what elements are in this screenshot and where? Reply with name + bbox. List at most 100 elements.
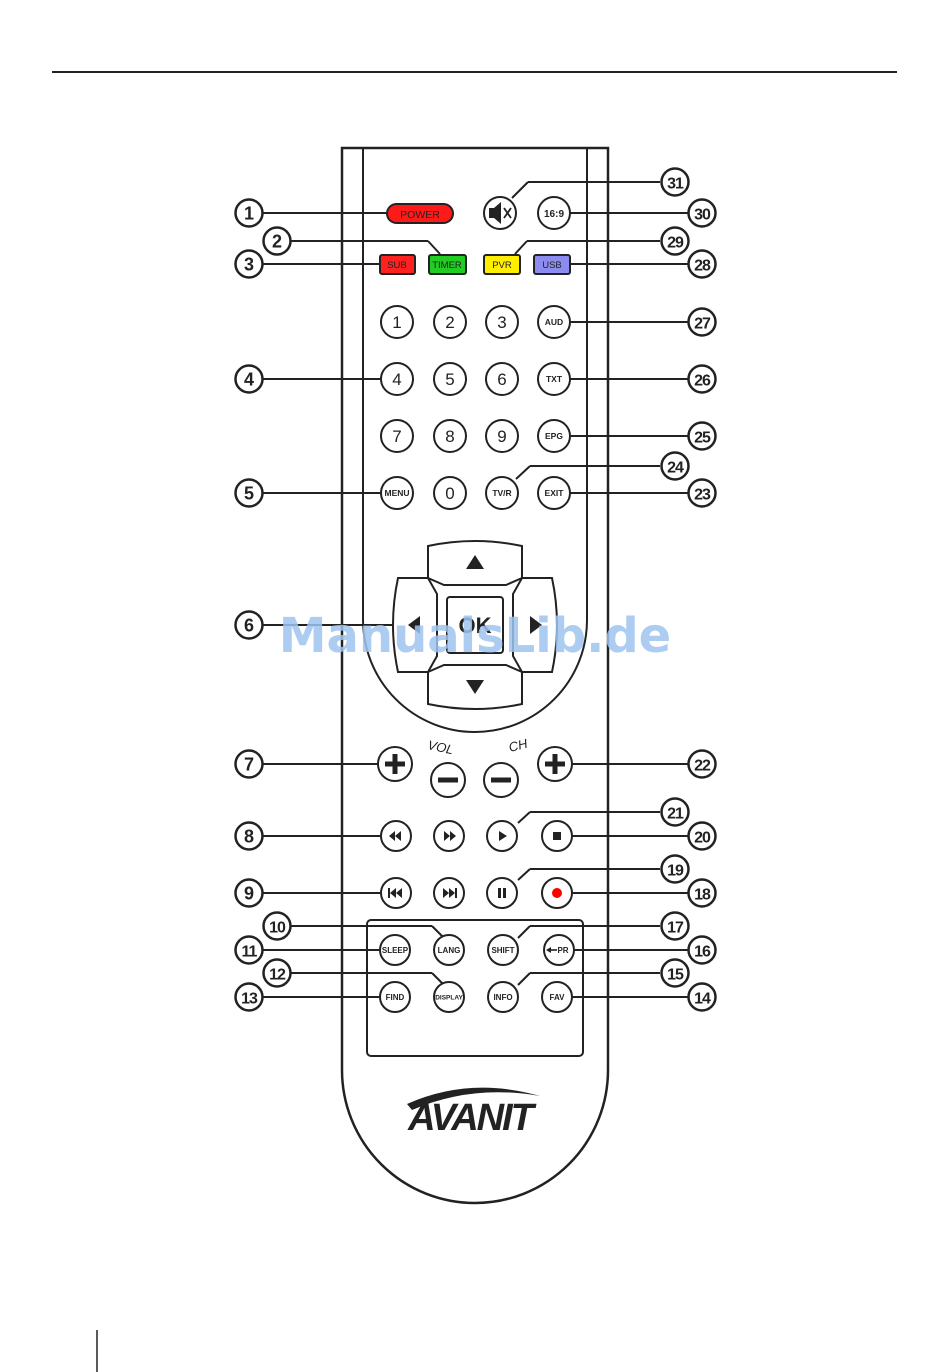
info-button[interactable]: INFO	[488, 982, 518, 1012]
channel-up-button[interactable]	[538, 747, 572, 781]
button-1-label: 1	[392, 313, 401, 332]
callout-label: 2	[272, 232, 282, 252]
callout-label: 26	[694, 373, 711, 390]
find-button-label: FIND	[386, 993, 405, 1002]
find-button[interactable]: FIND	[380, 982, 410, 1012]
stop-icon	[553, 832, 561, 840]
button-8[interactable]: 8	[434, 420, 466, 452]
rewind-button[interactable]	[381, 821, 411, 851]
callout-6: 6	[236, 612, 263, 639]
fav-button[interactable]: FAV	[542, 982, 572, 1012]
power-button[interactable]: POWER	[387, 204, 453, 223]
button-7[interactable]: 7	[381, 420, 413, 452]
pvr-button[interactable]: PVR	[484, 255, 520, 274]
callout-label: 12	[269, 967, 286, 984]
callout-24: 24	[662, 453, 689, 480]
sub-label: SUB	[387, 260, 407, 271]
callout-label: 31	[667, 176, 684, 193]
display-button[interactable]: DISPLAY	[434, 982, 464, 1012]
lang-button-label: LANG	[438, 946, 461, 955]
callout-19: 19	[662, 856, 689, 883]
menu-button-label: MENU	[384, 488, 409, 498]
button-5-label: 5	[445, 370, 454, 389]
callout-25: 25	[689, 423, 716, 450]
callout-9: 9	[236, 880, 263, 907]
callout-label: 1	[244, 204, 254, 224]
timer-button[interactable]: TIMER	[429, 255, 466, 274]
mute-button[interactable]	[484, 197, 516, 229]
pvr-label: PVR	[492, 260, 512, 271]
sub-button[interactable]: SUB	[380, 255, 415, 274]
button-1[interactable]: 1	[381, 306, 413, 338]
previous-program-button[interactable]: PR	[544, 935, 574, 965]
button-9[interactable]: 9	[486, 420, 518, 452]
button-0[interactable]: 0	[434, 477, 466, 509]
tv-radio-button[interactable]: TV/R	[486, 477, 518, 509]
callout-4: 4	[236, 366, 263, 393]
volume-down-button[interactable]	[431, 763, 465, 797]
usb-label: USB	[542, 260, 562, 271]
callout-label: 16	[694, 944, 711, 961]
callout-label: 30	[694, 207, 711, 224]
callout-label: 22	[694, 758, 711, 775]
sleep-button[interactable]: SLEEP	[380, 935, 410, 965]
callout-1: 1	[236, 200, 263, 227]
next-button[interactable]	[434, 878, 464, 908]
button-7-label: 7	[392, 427, 401, 446]
volume-up-button[interactable]	[378, 747, 412, 781]
power-label: POWER	[400, 209, 440, 221]
button-6[interactable]: 6	[486, 363, 518, 395]
epg-button-label: EPG	[545, 431, 563, 441]
callout-label: 17	[667, 920, 684, 937]
aspect-ratio-button[interactable]: 16:9	[538, 197, 570, 229]
play-button[interactable]	[487, 821, 517, 851]
callout-31: 31	[662, 169, 689, 196]
callout-label: 3	[244, 255, 254, 275]
watermark: ManualsLib.de	[279, 608, 671, 664]
callout-10: 10	[264, 913, 291, 940]
button-4[interactable]: 4	[381, 363, 413, 395]
callout-label: 20	[694, 830, 711, 847]
button-4-label: 4	[392, 370, 401, 389]
shift-button-label: SHIFT	[491, 946, 514, 955]
lang-button[interactable]: LANG	[434, 935, 464, 965]
usb-button[interactable]: USB	[534, 255, 570, 274]
brand-logo-text: AVANIT	[407, 1097, 537, 1139]
callout-15: 15	[662, 960, 689, 987]
callout-22: 22	[689, 751, 716, 778]
exit-button[interactable]: EXIT	[538, 477, 570, 509]
channel-down-button[interactable]	[484, 763, 518, 797]
callout-26: 26	[689, 366, 716, 393]
stop-button[interactable]	[542, 821, 572, 851]
txt-button[interactable]: TXT	[538, 363, 570, 395]
epg-button[interactable]: EPG	[538, 420, 570, 452]
callout-12: 12	[264, 960, 291, 987]
callout-5: 5	[236, 480, 263, 507]
aud-button[interactable]: AUD	[538, 306, 570, 338]
callout-label: 6	[244, 616, 254, 636]
callout-label: 25	[694, 430, 711, 447]
callout-16: 16	[689, 937, 716, 964]
callout-label: 8	[244, 827, 254, 847]
pause-button[interactable]	[487, 878, 517, 908]
previous-button[interactable]	[381, 878, 411, 908]
callout-30: 30	[689, 200, 716, 227]
menu-button[interactable]: MENU	[381, 477, 413, 509]
fast-forward-button[interactable]	[434, 821, 464, 851]
button-3[interactable]: 3	[486, 306, 518, 338]
button-5[interactable]: 5	[434, 363, 466, 395]
tv-radio-button-label: TV/R	[492, 488, 511, 498]
callout-3: 3	[236, 251, 263, 278]
callout-7: 7	[236, 751, 263, 778]
callout-27: 27	[689, 309, 716, 336]
callout-8: 8	[236, 823, 263, 850]
callout-20: 20	[689, 823, 716, 850]
display-button-label: DISPLAY	[435, 994, 463, 1001]
button-2-label: 2	[445, 313, 454, 332]
previous-program-button-label: PR	[557, 946, 568, 955]
record-button[interactable]	[542, 878, 572, 908]
callout-label: 7	[244, 755, 254, 775]
shift-button[interactable]: SHIFT	[488, 935, 518, 965]
button-3-label: 3	[497, 313, 506, 332]
button-2[interactable]: 2	[434, 306, 466, 338]
